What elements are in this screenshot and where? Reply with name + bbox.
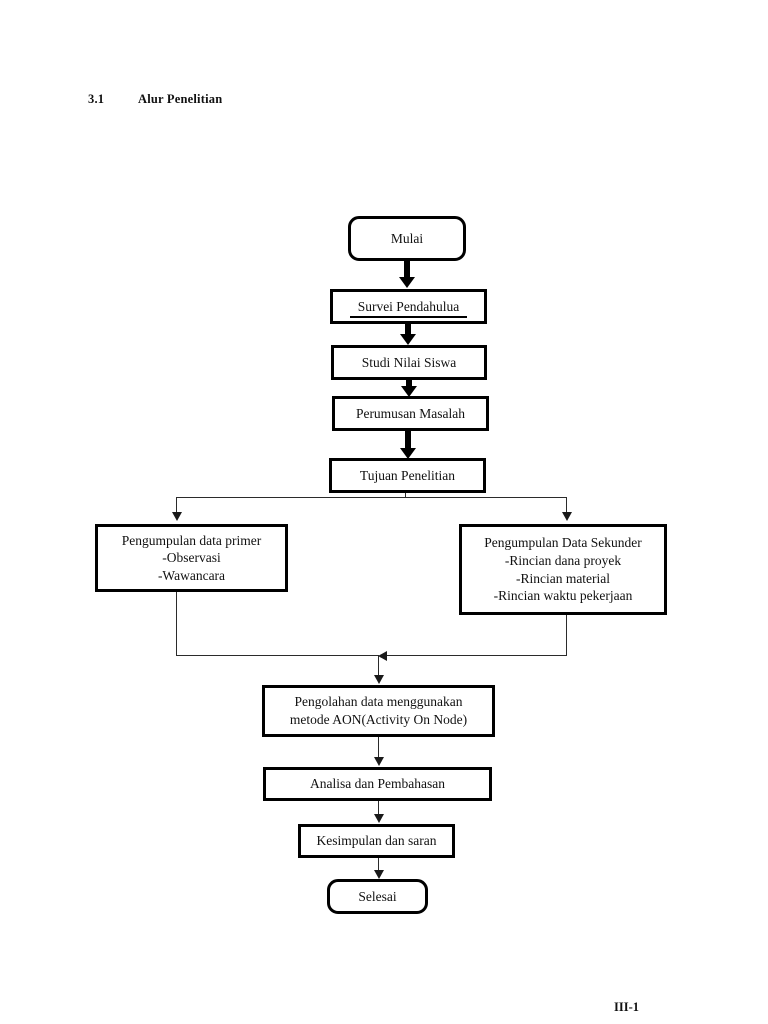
node-sekunder-line-0: Pengumpulan Data Sekunder [484,535,642,551]
edge-split-right-arrowhead [562,512,572,521]
edge-survei-studi-arrowhead [400,334,416,345]
edge-split-left-arrowhead [172,512,182,521]
node-kesimpulan-line-0: Kesimpulan dan saran [316,833,437,849]
edge-studi-perumusan-arrowhead [401,386,417,397]
edge-analisa-kesimpulan-arrowhead [374,814,384,823]
node-pengolahan-data-aon: Pengolahan data menggunakan metode AON(A… [262,685,495,737]
edge-split-bus [176,497,567,498]
node-selesai-line-0: Selesai [358,888,397,904]
node-sekunder-line-1: -Rincian dana proyek [504,552,622,568]
section-number: 3.1 [88,92,105,106]
edge-perumusan-tujuan-shaft [405,431,411,450]
edge-mulai-survei-shaft [404,261,410,279]
edge-mulai-survei-arrowhead [399,277,415,288]
node-perumusan-masalah: Perumusan Masalah [332,396,489,431]
node-pengolahan-line-0: Pengolahan data menggunakan [294,694,463,710]
node-sekunder-line-2: -Rincian material [515,570,611,586]
edge-survei-studi-shaft [405,324,411,335]
node-primer-line-0: Pengumpulan data primer [121,532,262,548]
node-studi-line-0: Studi Nilai Siswa [361,354,457,370]
node-pengolahan-line-1: metode AON(Activity On Node) [289,712,468,727]
node-primer-line-1: -Observasi [162,550,221,566]
node-selesai: Selesai [327,879,428,914]
edge-kesimpulan-selesai-arrowhead [374,870,384,879]
node-kesimpulan-saran: Kesimpulan dan saran [298,824,455,858]
node-tujuan-line-0: Tujuan Penelitian [359,467,456,483]
edge-studi-perumusan-shaft [406,380,412,389]
edge-split-left-drop [176,497,177,514]
edge-tujuan-split-stem [405,493,406,498]
node-sekunder-line-3: -Rincian waktu pekerjaan [493,588,633,604]
node-pengumpulan-data-primer: Pengumpulan data primer -Observasi -Wawa… [95,524,288,592]
edge-analisa-kesimpulan-shaft [378,801,379,817]
node-pengumpulan-data-sekunder: Pengumpulan Data Sekunder -Rincian dana … [459,524,667,615]
edge-merge-to-pengolahan-shaft [378,655,379,677]
edge-sekunder-merge-run [386,655,567,656]
node-tujuan-penelitian: Tujuan Penelitian [329,458,486,493]
node-analisa-line-0: Analisa dan Pembahasan [310,776,445,792]
edge-pengolahan-analisa-shaft [378,737,379,760]
page-number: III-1 [614,1000,640,1014]
node-mulai: Mulai [348,216,466,261]
edge-sekunder-merge-arrowhead [378,651,387,661]
section-title: Alur Penelitian [138,92,223,106]
node-primer-line-2: -Wawancara [157,567,226,583]
survei-underline [350,316,467,318]
node-studi-nilai-siswa: Studi Nilai Siswa [331,345,487,380]
section-heading: 3.1 Alur Penelitian [88,92,222,107]
node-mulai-line-0: Mulai [390,230,424,246]
node-analisa-pembahasan: Analisa dan Pembahasan [263,767,492,801]
edge-sekunder-merge-drop [566,615,567,656]
edge-split-right-drop [566,497,567,514]
edge-merge-to-pengolahan-arrowhead [374,675,384,684]
node-survei-pendahulua: Survei Pendahulua [330,289,487,324]
edge-kesimpulan-selesai-shaft [378,858,379,872]
node-perumusan-line-0: Perumusan Masalah [355,405,466,421]
edge-pengolahan-analisa-arrowhead [374,757,384,766]
edge-perumusan-tujuan-arrowhead [400,448,416,459]
edge-primer-merge-drop [176,592,177,656]
edge-primer-merge-run [176,655,379,656]
node-survei-line-0: Survei Pendahulua [357,298,460,314]
